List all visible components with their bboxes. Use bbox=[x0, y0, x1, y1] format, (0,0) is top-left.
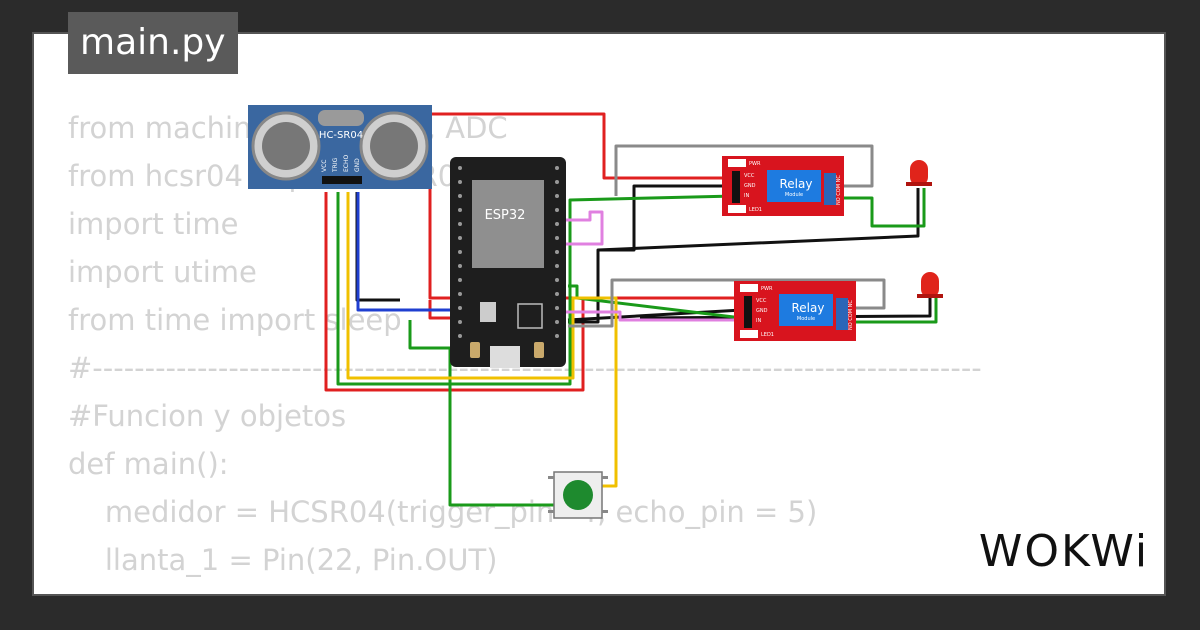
relay1-led-led1: LED1 bbox=[749, 207, 762, 213]
wire-red-2 bbox=[428, 300, 455, 320]
code-line: import utime bbox=[68, 255, 257, 289]
relay2-pin-vcc: VCC bbox=[756, 298, 767, 304]
relay2-pin-gnd: GND bbox=[756, 308, 768, 314]
wire-black-gnd bbox=[355, 192, 400, 302]
wire-green-led2 bbox=[852, 296, 938, 324]
wire-red-vcc bbox=[324, 112, 735, 392]
code-line: #Funcion y objetos bbox=[68, 399, 347, 433]
wire-green-relay2 bbox=[568, 284, 743, 320]
wire-black-relay1 bbox=[568, 184, 735, 324]
wire-black-led1 bbox=[597, 188, 920, 252]
wire-gray-relay2 bbox=[568, 278, 886, 328]
code-line: def main(): bbox=[68, 447, 229, 481]
relay1-label: Relay bbox=[780, 177, 813, 191]
led-2[interactable] bbox=[917, 272, 943, 298]
relay2-label: Relay bbox=[792, 301, 825, 315]
code-line: import time bbox=[68, 207, 239, 241]
wire-pink-1 bbox=[566, 210, 604, 246]
esp32-board[interactable]: ESP32 bbox=[450, 157, 566, 368]
relay2-led-pwr: PWR bbox=[761, 286, 773, 292]
us-pin-trig: TRIG bbox=[332, 157, 339, 173]
push-button[interactable] bbox=[548, 471, 608, 519]
wire-pink-2 bbox=[566, 310, 742, 322]
relay1-pin-gnd: GND bbox=[744, 183, 756, 189]
relay1-out-labels: NO COM NC bbox=[836, 175, 842, 205]
code-line: llanta_1 = Pin(22, Pin.OUT) bbox=[68, 543, 498, 577]
relay-module-1[interactable]: Relay Module VCC GND IN PWR LED1 NO COM … bbox=[722, 156, 844, 216]
led-1[interactable] bbox=[906, 160, 932, 186]
relay-module-2[interactable]: Relay Module VCC GND IN PWR LED1 NO COM … bbox=[734, 281, 856, 341]
us-pin-vcc: VCC bbox=[321, 160, 328, 172]
wire-black-relay2 bbox=[567, 308, 743, 322]
wire-gray-relay1 bbox=[614, 144, 874, 196]
relay1-sublabel: Module bbox=[785, 192, 803, 198]
wokwi-logo: WOKWi bbox=[978, 526, 1150, 577]
wire-green-led1 bbox=[838, 188, 926, 228]
relay1-pin-vcc: VCC bbox=[744, 173, 755, 179]
esp32-label: ESP32 bbox=[485, 208, 526, 223]
relay2-pin-in: IN bbox=[756, 318, 761, 324]
ultrasonic-sensor[interactable]: HC-SR04 VCC TRIG ECHO GND bbox=[248, 105, 432, 189]
relay1-led-pwr: PWR bbox=[749, 161, 761, 167]
wire-blue bbox=[356, 192, 455, 312]
wire-yellow-1 bbox=[346, 192, 618, 488]
ultrasonic-label: HC-SR04 bbox=[319, 130, 363, 141]
code-line: llanta_2 = Pin(21, Pin.OUT) bbox=[68, 584, 982, 594]
wire-green-1 bbox=[336, 192, 736, 386]
relay1-pin-in: IN bbox=[744, 193, 749, 199]
relay2-sublabel: Module bbox=[797, 316, 815, 322]
file-tab[interactable]: main.py bbox=[68, 12, 238, 74]
us-pin-gnd: GND bbox=[354, 158, 361, 172]
relay2-out-labels: NO COM NC bbox=[848, 300, 854, 330]
us-pin-echo: ECHO bbox=[343, 155, 350, 172]
relay2-led-led1: LED1 bbox=[761, 332, 774, 338]
